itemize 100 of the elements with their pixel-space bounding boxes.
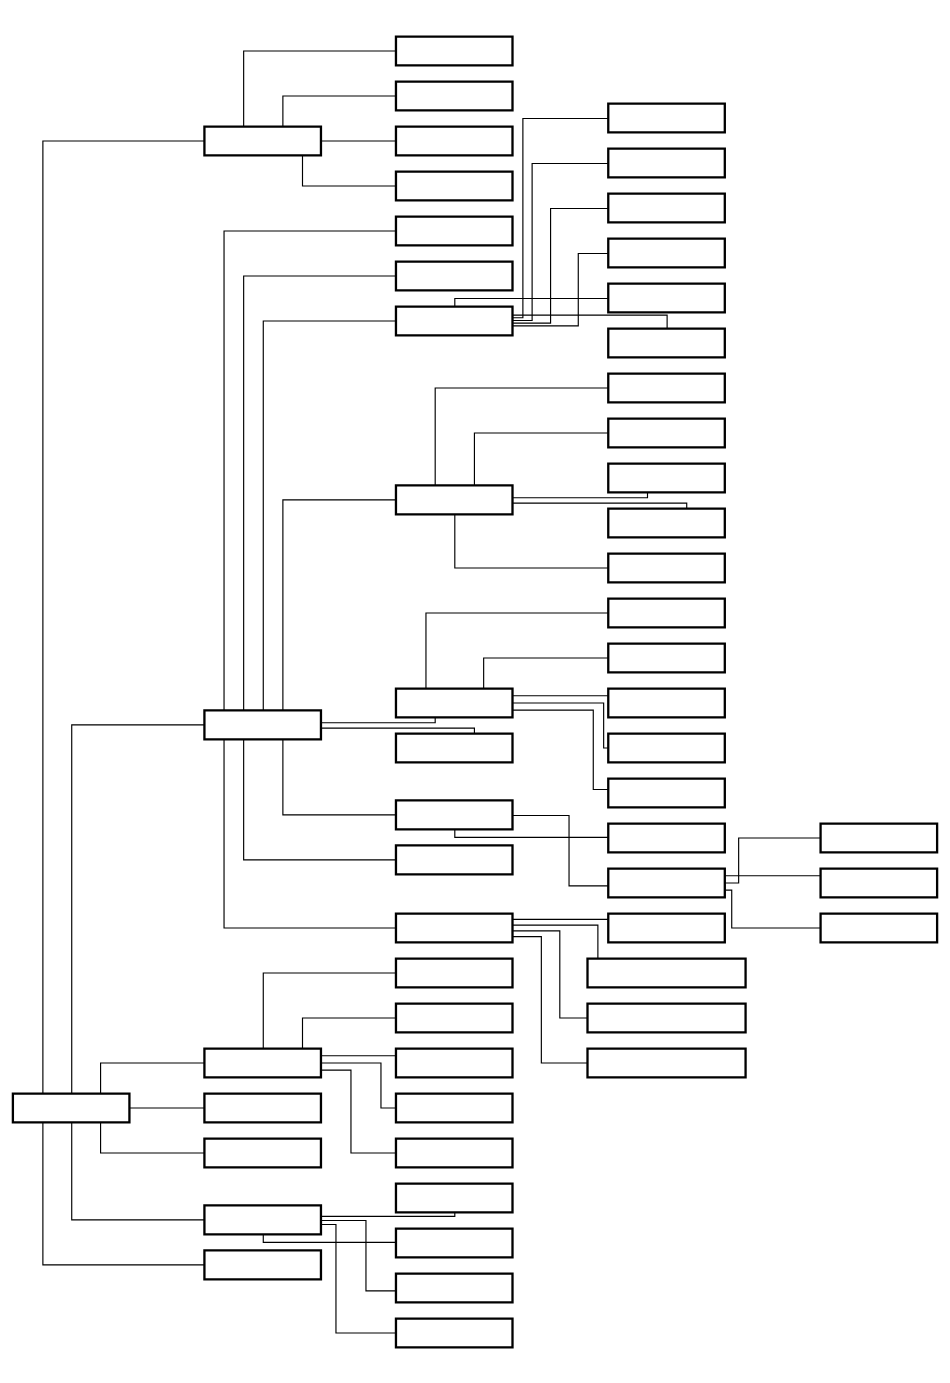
node-box	[607, 911, 726, 944]
connector	[262, 1233, 397, 1243]
connector	[243, 738, 397, 860]
node-box	[607, 551, 726, 584]
connector	[100, 1121, 205, 1154]
connector	[724, 889, 821, 929]
node-box	[203, 1203, 323, 1235]
connector	[223, 229, 397, 711]
node-box	[203, 124, 323, 157]
node-box	[394, 1271, 514, 1304]
connector	[320, 716, 436, 723]
node-box	[394, 956, 514, 989]
connector	[512, 162, 609, 321]
node-box	[607, 506, 726, 539]
connector	[512, 207, 609, 324]
connector	[512, 502, 688, 509]
connector	[512, 814, 609, 886]
node-box	[203, 1248, 323, 1280]
connector	[512, 491, 649, 498]
connector	[100, 1061, 205, 1094]
connector	[71, 723, 205, 1094]
node-box	[394, 79, 514, 112]
node-box	[203, 1091, 323, 1124]
connector	[320, 1211, 456, 1217]
node-box	[607, 326, 726, 359]
connector	[282, 738, 397, 815]
connector	[262, 319, 397, 711]
node-box	[394, 483, 514, 515]
connector	[454, 297, 609, 307]
connector	[425, 611, 609, 689]
node-box	[394, 304, 514, 337]
node-box	[394, 1091, 514, 1124]
node-box	[394, 731, 514, 764]
node-box	[394, 1226, 514, 1259]
connector	[223, 738, 397, 929]
connector	[320, 1219, 397, 1291]
node-box	[394, 214, 514, 247]
node-box	[394, 686, 514, 719]
node-box	[394, 798, 514, 830]
connector	[301, 154, 397, 187]
connector	[320, 1069, 397, 1154]
connector	[512, 924, 599, 959]
connector	[320, 1054, 397, 1056]
node-box	[394, 124, 514, 157]
connector	[243, 49, 397, 127]
connector	[243, 274, 397, 711]
node-box	[819, 911, 939, 944]
connector	[512, 694, 609, 696]
node-box	[607, 461, 726, 494]
connector	[512, 117, 609, 318]
connector	[512, 929, 588, 1019]
node-box	[586, 1046, 747, 1079]
node-box	[394, 1046, 514, 1079]
node-box	[607, 236, 726, 269]
connector	[42, 1121, 205, 1265]
connector	[301, 1016, 397, 1049]
node-box	[607, 596, 726, 629]
node-box	[394, 34, 514, 67]
connector	[320, 1223, 397, 1334]
node-box	[586, 1001, 747, 1034]
node-box	[394, 1136, 514, 1169]
node-box	[394, 1181, 514, 1214]
node-box	[394, 169, 514, 202]
node-box	[607, 776, 726, 809]
connector	[512, 701, 609, 749]
node-box	[607, 416, 726, 449]
connector	[129, 1106, 205, 1109]
connector	[454, 513, 609, 569]
connector	[42, 139, 205, 1094]
connector	[434, 386, 609, 486]
connector	[71, 1121, 205, 1220]
connector	[473, 431, 609, 486]
node-box	[394, 1001, 514, 1034]
node-box	[607, 731, 726, 764]
connector	[483, 656, 609, 689]
connector	[262, 971, 397, 1049]
node-box	[203, 708, 323, 740]
connector	[454, 828, 609, 838]
node-box	[607, 146, 726, 179]
node-box	[607, 281, 726, 314]
connector	[724, 836, 821, 884]
node-box	[203, 1136, 323, 1169]
node-box	[607, 641, 726, 674]
connector	[512, 314, 668, 329]
connector	[282, 498, 397, 711]
node-box	[819, 866, 939, 899]
node-box	[607, 371, 726, 404]
node-box	[394, 843, 514, 875]
node-box	[607, 191, 726, 224]
node-box	[394, 911, 514, 944]
connector	[512, 252, 609, 326]
node-box	[607, 101, 726, 134]
node-box	[586, 956, 747, 989]
node-box	[394, 259, 514, 292]
connector	[282, 94, 397, 127]
connector	[724, 874, 822, 876]
connector	[320, 727, 475, 734]
connector	[320, 139, 397, 142]
node-box	[819, 821, 939, 854]
connector	[512, 935, 588, 1064]
